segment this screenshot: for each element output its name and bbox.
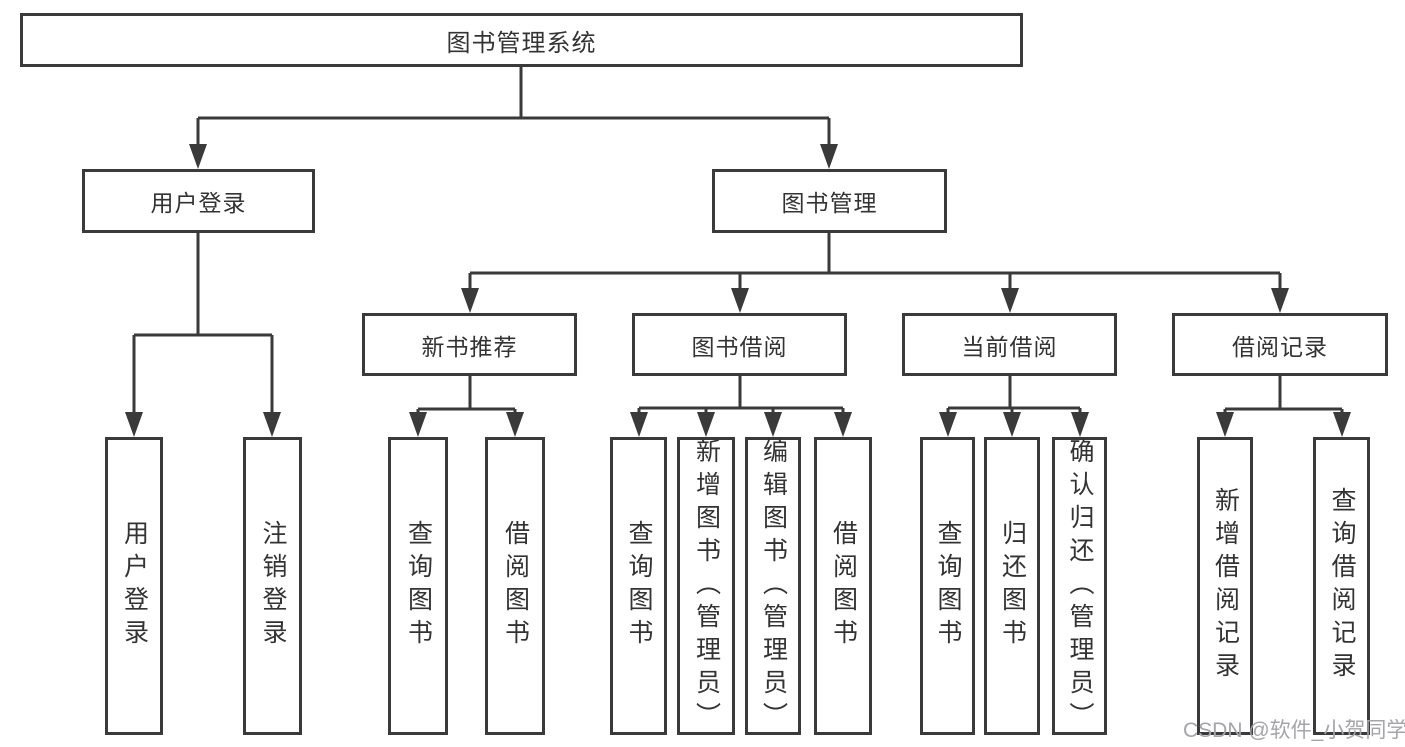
leaf-query-borrow-record: 查询借阅记录 (1313, 437, 1370, 735)
leaf-add-borrow-record: 新增借阅记录 (1197, 437, 1253, 735)
node-label: 借阅记录 (1232, 333, 1328, 360)
node-label: 新增图书（管理员） (692, 437, 721, 735)
node-label: 查询图书 (625, 520, 653, 652)
node-label: 借阅图书 (829, 520, 858, 652)
node-label: 查询借阅记录 (1328, 487, 1356, 685)
leaf-confirm-return-admin: 确认归还（管理员） (1052, 437, 1107, 735)
node-label: 查询图书 (934, 520, 962, 652)
leaf-logout: 注销登录 (243, 437, 302, 735)
leaf-borrow-books: 借阅图书 (814, 437, 872, 735)
leaf-query-books-recommend: 查询图书 (388, 437, 448, 735)
leaf-user-login: 用户登录 (105, 437, 163, 735)
leaf-query-books-current: 查询图书 (920, 437, 975, 735)
node-label: 新增借阅记录 (1211, 487, 1240, 685)
node-label: 归还图书 (998, 520, 1027, 652)
node-borrowing-records: 借阅记录 (1172, 313, 1388, 376)
leaf-add-books-admin: 新增图书（管理员） (677, 437, 735, 735)
node-label: 确认归还（管理员） (1066, 437, 1094, 735)
node-new-book-recommendation: 新书推荐 (362, 313, 577, 376)
node-book-borrowing: 图书借阅 (632, 313, 847, 376)
node-label: 新书推荐 (421, 333, 518, 360)
node-library-management-system: 图书管理系统 (20, 13, 1023, 67)
arrowheads (125, 144, 1351, 437)
node-current-borrowing: 当前借阅 (902, 313, 1117, 376)
node-label: 图书管理 (781, 190, 878, 216)
node-book-management-branch: 图书管理 (712, 169, 947, 233)
leaf-query-books-borrow: 查询图书 (610, 437, 667, 735)
node-label: 借阅图书 (501, 520, 530, 652)
node-label: 编辑图书（管理员） (759, 437, 788, 735)
leaf-borrow-books-recommend: 借阅图书 (485, 437, 545, 735)
node-label: 用户登录 (120, 520, 149, 652)
node-label: 查询图书 (404, 520, 433, 652)
node-label: 图书借阅 (691, 333, 788, 360)
node-label: 图书管理系统 (446, 29, 597, 57)
node-user-login-branch: 用户登录 (82, 169, 315, 233)
leaf-return-books: 归还图书 (984, 437, 1040, 735)
leaf-edit-books-admin: 编辑图书（管理员） (745, 437, 801, 735)
node-label: 当前借阅 (961, 333, 1058, 360)
node-label: 注销登录 (259, 520, 287, 652)
node-label: 用户登录 (150, 190, 247, 216)
csdn-watermark: CSDN @软件_小贺同学 (1183, 719, 1405, 742)
